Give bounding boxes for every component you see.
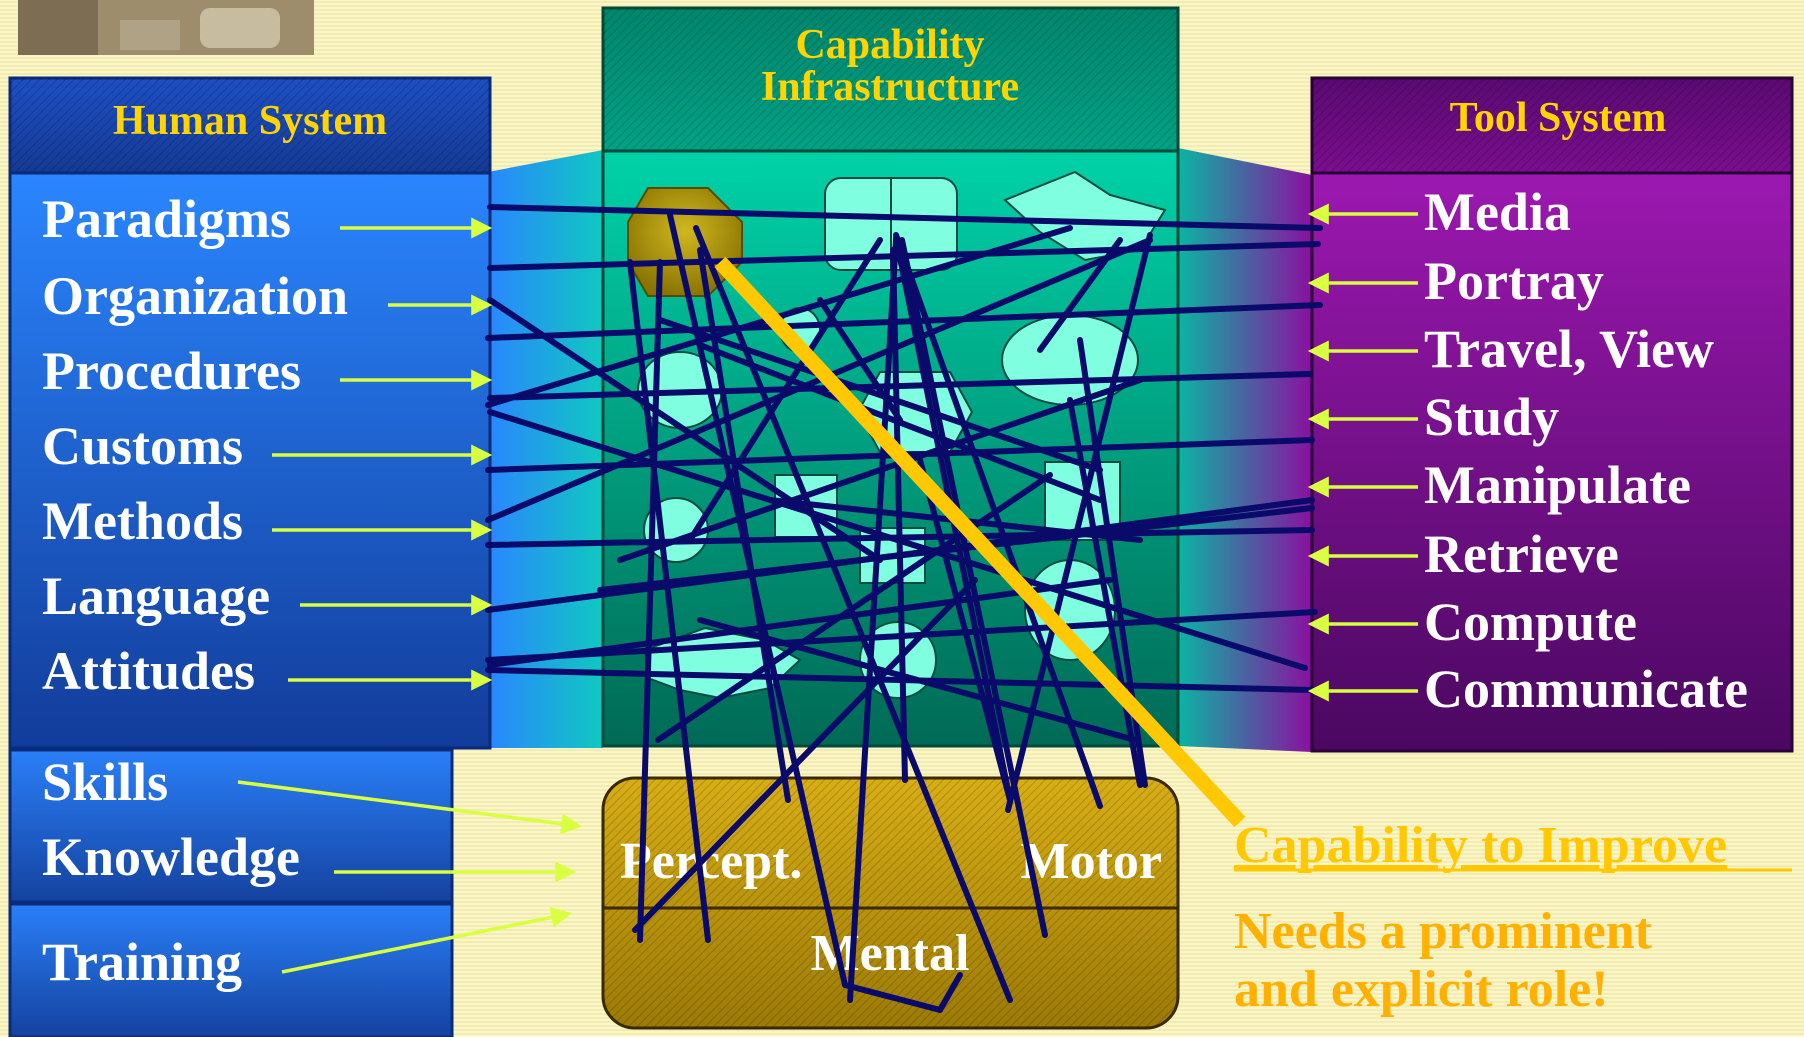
perceptual-label: Percept. xyxy=(620,833,802,890)
motor-label: Motor xyxy=(1021,833,1162,890)
callout-line-1: Needs a prominent xyxy=(1234,903,1653,960)
arrows xyxy=(237,203,1418,974)
human-item-2: Procedures xyxy=(42,341,301,401)
photo-thumbnail xyxy=(18,0,314,55)
human-item-0: Paradigms xyxy=(42,189,291,249)
tool-item-0: Media xyxy=(1424,182,1571,242)
network-line xyxy=(693,225,1013,1003)
network-line xyxy=(893,232,1103,809)
skills-arrow xyxy=(237,780,583,835)
human-system-list: ParadigmsOrganizationProceduresCustomsMe… xyxy=(42,189,348,701)
tool-item-3: Study xyxy=(1424,387,1559,447)
infrastructure-title-line2: Infrastructure xyxy=(761,64,1019,110)
human-lower-panel xyxy=(8,748,454,1037)
human-system-panel: Human System xyxy=(8,76,492,750)
tool-system-title: Tool System xyxy=(1450,95,1667,141)
infrastructure-title-line1: Capability xyxy=(795,22,984,68)
network-line xyxy=(485,237,1153,523)
network-line xyxy=(597,505,1315,593)
network-line xyxy=(842,982,943,1013)
callout: Capability to Improve Needs a prominent … xyxy=(1234,817,1792,1018)
network-line xyxy=(627,259,711,943)
tool-item-1: Portray xyxy=(1424,251,1604,311)
human-item-6: Attitudes xyxy=(42,641,255,701)
network-line xyxy=(487,577,1113,668)
training-arrow xyxy=(281,907,573,974)
human-item-3: Customs xyxy=(42,416,243,476)
human-item-1: Organization xyxy=(42,266,348,326)
network-line xyxy=(617,377,1143,563)
capability-to-improve-line xyxy=(714,256,1246,828)
human-item-5: Language xyxy=(42,566,270,626)
right-connector xyxy=(1178,148,1312,752)
network-line xyxy=(847,237,899,1003)
network-line xyxy=(487,204,1323,231)
tool-item-2: Travel, View xyxy=(1424,319,1714,379)
tool-item-5: Retrieve xyxy=(1424,524,1619,584)
network-line xyxy=(657,317,1103,473)
tool-item-4: Manipulate xyxy=(1424,455,1691,515)
tool-system-panel: Tool System xyxy=(1310,76,1794,753)
skills-label: Skills xyxy=(42,752,168,812)
knowledge-label: Knowledge xyxy=(42,827,300,887)
network-line xyxy=(637,259,663,943)
human-system-title: Human System xyxy=(113,98,387,144)
network-line xyxy=(697,617,1138,743)
network-line xyxy=(1037,237,1123,353)
network-line xyxy=(485,302,1323,341)
basic-capabilities-box: Percept. Motor Mental xyxy=(601,776,1180,1030)
tool-item-6: Compute xyxy=(1424,592,1637,652)
training-label: Training xyxy=(42,932,242,992)
tool-item-7: Communicate xyxy=(1424,659,1748,719)
capability-to-improve-link[interactable]: Capability to Improve xyxy=(1234,817,1727,874)
network-line xyxy=(937,972,963,1013)
network-line xyxy=(632,577,978,933)
network-line xyxy=(917,457,1013,803)
human-item-4: Methods xyxy=(42,491,243,551)
network-line xyxy=(655,472,1053,743)
network-lines xyxy=(485,204,1323,1013)
network-line xyxy=(899,237,1048,938)
network-line xyxy=(687,237,883,543)
callout-line-2: and explicit role! xyxy=(1234,961,1609,1018)
